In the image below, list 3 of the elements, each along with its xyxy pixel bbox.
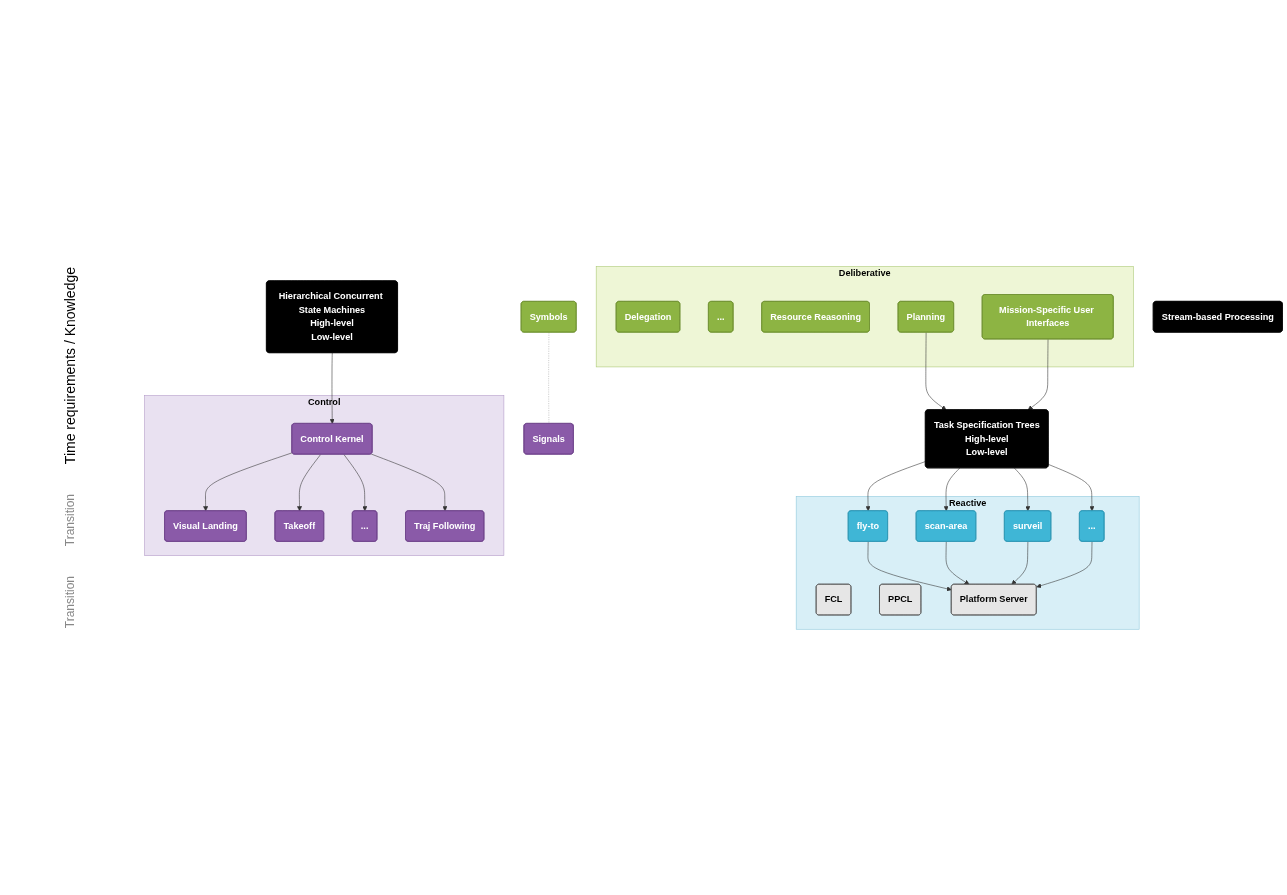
axis-label: Time requirements / Knowledge [62, 266, 78, 464]
transition-label: Transition [63, 493, 77, 547]
transition-label: Transition [63, 576, 77, 629]
